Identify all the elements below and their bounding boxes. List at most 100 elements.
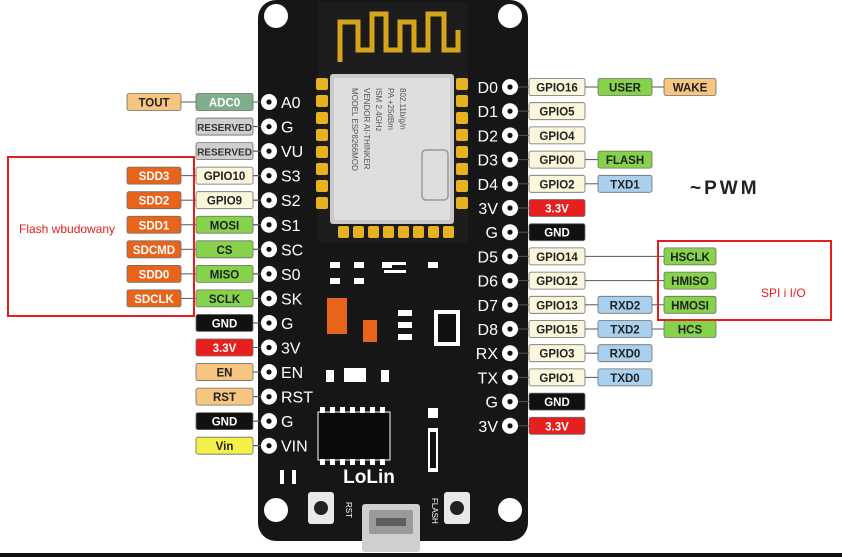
module-pad	[456, 197, 468, 209]
pin-label-s2: S2	[281, 193, 301, 210]
svg-text:GPIO2: GPIO2	[539, 179, 574, 191]
pin-tag-sdd0: SDD0	[126, 264, 182, 283]
svg-text:USER: USER	[609, 83, 642, 95]
svg-text:HMOSI: HMOSI	[671, 300, 709, 312]
svg-text:SCLK: SCLK	[209, 294, 241, 306]
pin-label-3v: 3V	[478, 201, 498, 218]
svg-text:SDCLK: SDCLK	[134, 294, 174, 306]
svg-text:SDD0: SDD0	[139, 269, 170, 281]
svg-text:TOUT: TOUT	[138, 98, 169, 110]
pin-label-rst: RST	[281, 390, 313, 407]
pin-tag-hsclk: HSCLK	[663, 247, 717, 266]
pin-tag-gpio16: GPIO16	[528, 78, 586, 96]
module-pad	[456, 129, 468, 141]
module-pad	[316, 112, 328, 124]
svg-text:MISO: MISO	[210, 269, 239, 281]
mounting-hole	[498, 4, 522, 28]
pwm-note: ~PWM	[690, 178, 760, 199]
svg-text:SDD1: SDD1	[139, 220, 170, 232]
pin-tag-gpio5: GPIO5	[528, 102, 586, 121]
pin-tag-miso: MISO	[195, 264, 254, 283]
pin-label-d2: D2	[478, 128, 499, 145]
pin-tag-gpio10: GPIO10	[195, 166, 254, 185]
pin-tag-vin: Vin	[195, 436, 254, 455]
pin-tag-reserved: RESERVED	[195, 142, 254, 161]
module-pad	[316, 146, 328, 158]
svg-text:GPIO10: GPIO10	[204, 171, 246, 183]
svg-text:GPIO1: GPIO1	[539, 373, 575, 385]
pin-label-sc: SC	[281, 242, 303, 259]
pin-tag-gpio0: GPIO0	[528, 150, 586, 169]
svg-text:GPIO15: GPIO15	[536, 325, 578, 337]
module-pad	[456, 180, 468, 192]
pin-tag-sdd1: SDD1	[126, 215, 182, 234]
module-pad	[316, 197, 328, 209]
svg-text:SDD2: SDD2	[139, 196, 170, 208]
svg-text:HSCLK: HSCLK	[670, 252, 710, 264]
svg-text:MOSI: MOSI	[210, 220, 239, 232]
module-pad	[316, 129, 328, 141]
svg-text:3.3V: 3.3V	[545, 204, 569, 216]
pin-tag-txd0: TXD0	[597, 368, 653, 387]
module-pad	[316, 163, 328, 175]
svg-text:GPIO4: GPIO4	[539, 131, 575, 143]
svg-text:GPIO0: GPIO0	[539, 155, 574, 167]
module-pad	[456, 95, 468, 107]
module-pad	[316, 78, 328, 90]
pin-tag-gpio12: GPIO12	[528, 271, 586, 290]
pin-tag-gpio1: GPIO1	[528, 368, 586, 387]
module-pad	[413, 226, 424, 238]
pin-label-3v: 3V	[281, 341, 301, 358]
pin-tag-rst: RST	[195, 387, 254, 406]
pin-connector-lines	[181, 86, 664, 447]
module-pad	[398, 226, 409, 238]
pin-label-g: G	[281, 120, 293, 137]
svg-text:3.3V: 3.3V	[545, 421, 569, 433]
pin-label-g: G	[486, 225, 498, 242]
pin-tag-hcs: HCS	[663, 320, 717, 338]
pin-tag-txd2: TXD2	[597, 320, 653, 338]
pin-tag-rxd2: RXD2	[597, 295, 653, 314]
svg-text:GPIO9: GPIO9	[207, 196, 242, 208]
pin-tag-wake: WAKE	[663, 78, 717, 96]
svg-text:GND: GND	[212, 318, 238, 330]
svg-text:ADC0: ADC0	[209, 98, 240, 110]
pin-tag-sdclk: SDCLK	[126, 289, 182, 308]
pin-tag-cs: CS	[195, 240, 254, 259]
pin-tag-gpio13: GPIO13	[528, 295, 586, 314]
wifi-antenna	[318, 2, 468, 72]
module-pad	[316, 95, 328, 107]
svg-text:GND: GND	[212, 417, 238, 429]
module-pad	[456, 78, 468, 90]
pin-label-3v: 3V	[478, 419, 498, 436]
module-vendor-text: VENDOR AI-THINKER	[362, 88, 371, 170]
pin-tag-adc0: ADC0	[195, 93, 254, 111]
pin-tag-33v: 3.3V	[528, 199, 586, 217]
module-pad	[316, 180, 328, 192]
pin-label-rx: RX	[476, 346, 499, 363]
image-edge-bottom	[0, 553, 842, 557]
mounting-hole	[498, 498, 522, 522]
svg-text:TXD0: TXD0	[610, 373, 639, 385]
flash-button-label: FLASH	[430, 498, 439, 524]
svg-text:RXD2: RXD2	[610, 300, 641, 312]
pin-tag-hmosi: HMOSI	[663, 295, 717, 314]
pin-label-g: G	[281, 414, 293, 431]
pin-label-g: G	[486, 395, 498, 412]
pin-tag-hmiso: HMISO	[663, 271, 717, 290]
module-pad	[428, 226, 439, 238]
svg-text:WAKE: WAKE	[673, 83, 708, 95]
pin-tag-33v: 3.3V	[528, 416, 586, 435]
flash-highlight-box	[7, 156, 195, 317]
pin-tag-sdcmd: SDCMD	[126, 240, 182, 259]
svg-text:3.3V: 3.3V	[213, 343, 237, 355]
svg-text:EN: EN	[217, 368, 233, 380]
pin-label-d8: D8	[478, 322, 499, 339]
pin-label-sk: SK	[281, 291, 303, 308]
pin-tag-user: USER	[597, 78, 653, 96]
